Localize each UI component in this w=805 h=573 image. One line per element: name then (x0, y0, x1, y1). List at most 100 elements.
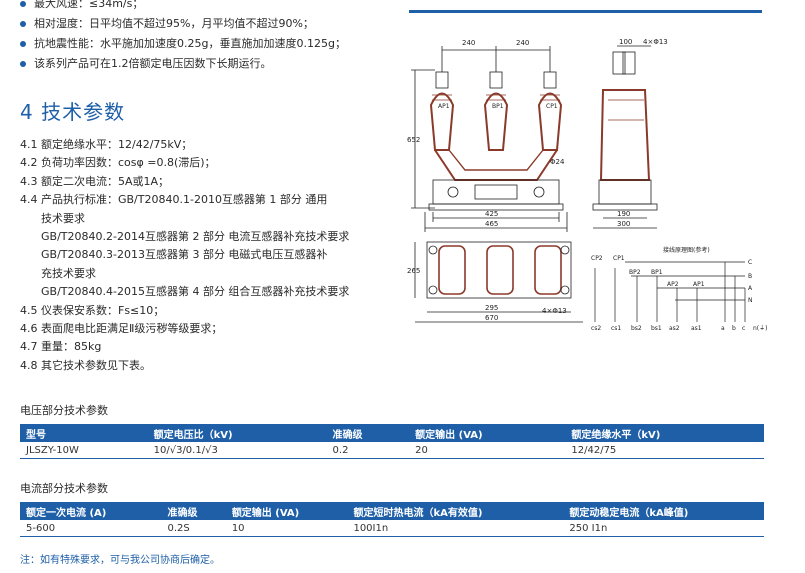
wiring-label: CP1 (613, 255, 625, 262)
wiring-label: bs2 (631, 325, 642, 332)
wiring-label: cs2 (591, 325, 601, 332)
param-line: GB/T20840.4-2015互感器第 4 部分 组合互感器补充技术要求 (41, 285, 350, 299)
param-line: 4.1 额定绝缘水平：12/42/75kV； (20, 138, 193, 151)
table-row: JLSZY-10W 10/√3/0.1/√3 0.2 20 12/42/75 (20, 442, 764, 459)
bullet-list: 最大风速：≤34m/s； 相对湿度：日平均值不超过95%，月平均值不超过90%；… (20, 0, 346, 74)
bullet-text: 最大风速：≤34m/s； (34, 0, 144, 10)
dim-label: 240 (462, 39, 475, 47)
parameter-list: 4.1 额定绝缘水平：12/42/75kV； 4.2 负荷功率因数：cosφ =… (20, 136, 390, 375)
column-header: 准确级 (161, 502, 226, 520)
param-line: 4.8 其它技术参数见下表。 (20, 358, 151, 372)
column-header: 额定短时热电流（kA有效值) (347, 502, 564, 520)
wiring-label: BP1 (651, 269, 663, 276)
dim-label: 4×Φ13 (643, 38, 668, 46)
column-header: 型号 (20, 424, 148, 442)
side-view (592, 45, 658, 229)
dim-label: 265 (407, 267, 420, 275)
wiring-label: cs1 (611, 325, 621, 332)
bullet-dot (20, 1, 26, 7)
footnote: 注：如有特殊要求，可与我公司协商后确定。 (20, 555, 220, 566)
wiring-label: AP2 (667, 281, 679, 288)
dim-label: 100 (619, 38, 632, 46)
wiring-label: B (748, 273, 752, 280)
param-line: 技术要求 (41, 211, 85, 225)
wiring-label: as1 (691, 325, 702, 332)
table-row: 5-600 0.2S 10 100I1n 250 I1n (20, 520, 764, 537)
current-table-caption: 电流部分技术参数 (20, 482, 108, 495)
dim-label: 240 (516, 39, 529, 47)
wiring-label: as2 (669, 325, 680, 332)
table-cell: 100I1n (347, 520, 564, 537)
technical-drawing: 240 240 652 425 465 Φ24 100 4×Φ13 190 30… (407, 38, 768, 332)
table-cell: 250 I1n (563, 520, 764, 537)
wiring-label: CP2 (591, 255, 603, 262)
wiring-label: A (748, 285, 753, 292)
table-cell: 10/√3/0.1/√3 (147, 442, 327, 459)
wiring-diagram (594, 261, 746, 322)
current-table: 额定一次电流 (A) 准确级 额定输出 (VA) 额定短时热电流（kA有效值) … (20, 502, 764, 537)
column-header: 额定动稳定电流（kA峰值) (563, 502, 764, 520)
bullet-dot (20, 41, 26, 47)
bullet-item: 最大风速：≤34m/s； (20, 0, 346, 14)
wiring-label: AP1 (693, 281, 705, 288)
dim-label: 300 (617, 220, 630, 228)
wiring-label: c (742, 325, 745, 332)
column-header: 额定绝缘水平（kV) (565, 424, 764, 442)
dim-label: 4×Φ13 (542, 307, 567, 315)
wiring-label: b (732, 325, 736, 332)
table-cell: 12/42/75 (565, 442, 764, 459)
voltage-table: 型号 额定电压比（kV) 准确级 额定输出 (VA) 额定绝缘水平（kV) JL… (20, 424, 764, 459)
dim-label: 190 (617, 210, 630, 218)
param-line: GB/T20840.2-2014互感器第 2 部分 电流互感器补充技术要求 (41, 230, 350, 244)
param-line: 充技术要求 (41, 266, 96, 280)
bullet-item: 抗地震性能：水平施加加速度0.25g，垂直施加加速度0.125g； (20, 34, 346, 54)
bullet-item: 该系列产品可在1.2倍额定电压因数下长期运行。 (20, 54, 346, 74)
wiring-label: C (748, 259, 752, 266)
table-header-row: 额定一次电流 (A) 准确级 额定输出 (VA) 额定短时热电流（kA有效值) … (20, 502, 764, 520)
table-header-row: 型号 额定电压比（kV) 准确级 额定输出 (VA) 额定绝缘水平（kV) (20, 424, 764, 442)
table-cell: 0.2 (326, 442, 410, 459)
dim-label: 670 (485, 314, 498, 322)
column-header: 准确级 (326, 424, 410, 442)
wiring-label: bs1 (651, 325, 662, 332)
param-line: 4.5 仪表保安系数：Fs≤10； (20, 303, 165, 317)
wiring-label: BP2 (629, 269, 641, 276)
plan-view (414, 241, 583, 323)
column-header: 额定一次电流 (A) (20, 502, 162, 520)
table-cell: JLSZY-10W (20, 442, 148, 459)
column-header: 额定输出 (VA) (225, 502, 348, 520)
table-cell: 0.2S (161, 520, 226, 537)
top-accent-bar (409, 10, 762, 13)
bullet-text: 抗地震性能：水平施加加速度0.25g，垂直施加加速度0.125g； (34, 37, 346, 50)
bullet-item: 相对湿度：日平均值不超过95%，月平均值不超过90%； (20, 14, 346, 34)
bullet-text: 相对湿度：日平均值不超过95%，月平均值不超过90%； (34, 17, 314, 30)
param-line: GB/T20840.3-2013互感器第 3 部分 电磁式电压互感器补 (41, 248, 328, 262)
table-cell: 10 (225, 520, 348, 537)
param-line: 4.3 额定二次电流：5A或1A； (20, 174, 170, 188)
param-line: 4.4 产品执行标准：GB/T20840.1-2010互感器第 1 部分 通用 (20, 193, 328, 207)
wiring-label: N (748, 297, 753, 304)
bullet-text: 该系列产品可在1.2倍额定电压因数下长期运行。 (34, 57, 272, 70)
dim-label: Φ24 (550, 158, 565, 166)
dim-label: 425 (485, 210, 498, 218)
param-line: 4.7 重量：85kg (20, 340, 102, 354)
table-cell: 5-600 (20, 520, 162, 537)
wiring-label: n(⏚) (753, 325, 768, 332)
wiring-title: 接线原理图(参考) (663, 246, 710, 254)
bullet-dot (20, 61, 26, 67)
section-title: 4 技术参数 (20, 100, 126, 124)
dim-label: 295 (485, 304, 498, 312)
dim-label: 652 (407, 136, 420, 144)
bullet-dot (20, 21, 26, 27)
phase-label: CP1 (546, 103, 558, 110)
column-header: 额定电压比（kV) (147, 424, 327, 442)
dim-label: 465 (485, 220, 498, 228)
wiring-label: a (721, 325, 725, 332)
voltage-table-caption: 电压部分技术参数 (20, 404, 108, 417)
front-view (411, 46, 568, 232)
param-line: 4.6 表面爬电比距满足Ⅱ级污秽等级要求； (20, 322, 223, 336)
phase-label: AP1 (438, 103, 450, 110)
param-line: 4.2 负荷功率因数：cosφ =0.8(滞后)； (20, 156, 216, 170)
table-cell: 20 (409, 442, 566, 459)
column-header: 额定输出 (VA) (409, 424, 566, 442)
